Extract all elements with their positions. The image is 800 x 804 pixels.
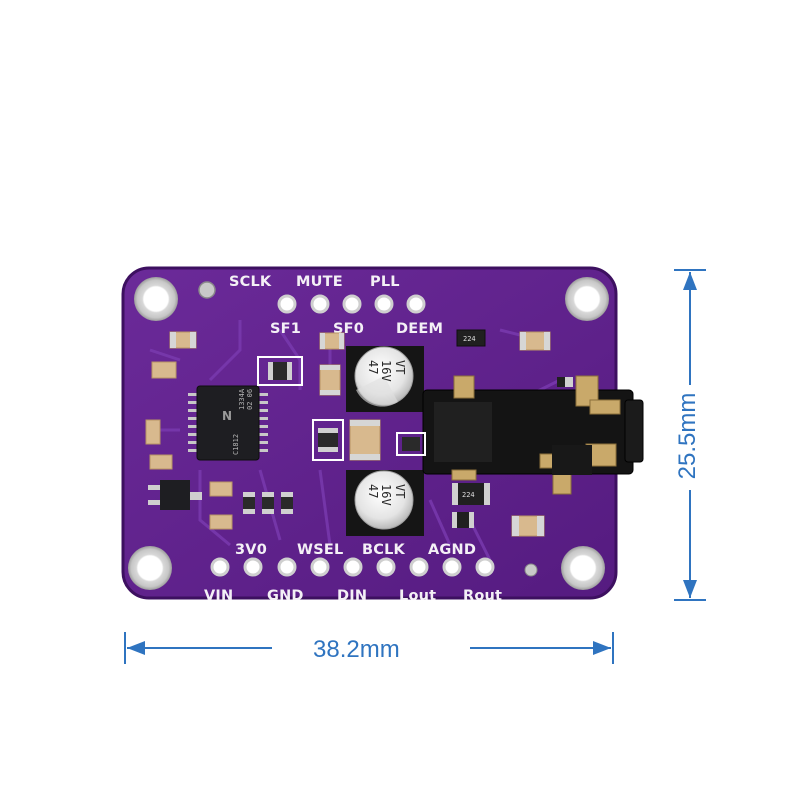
svg-text:N: N [222, 409, 232, 423]
silk-bclk: BCLK [362, 542, 406, 558]
svg-text:C1812: C1812 [232, 434, 240, 455]
silk-lout: Lout [399, 588, 436, 604]
svg-text:VT: VT [393, 484, 407, 498]
svg-text:47: 47 [366, 360, 380, 374]
mounting-holes [128, 277, 609, 590]
silk-din: DIN [337, 588, 367, 604]
width-dimension [124, 632, 614, 664]
silk-agnd: AGND [428, 542, 476, 558]
top-header-pads [277, 294, 426, 314]
smd-components: 224 [145, 329, 573, 537]
silk-vin: VIN [204, 588, 233, 604]
silk-deem: DEEM [396, 321, 443, 337]
silk-3v0: 3V0 [235, 542, 267, 558]
silk-sclk: SCLK [229, 274, 272, 290]
silk-pll: PLL [370, 274, 400, 290]
silk-sf1: SF1 [270, 321, 301, 337]
svg-text:224: 224 [463, 335, 476, 343]
height-dimension [674, 269, 706, 601]
silk-gnd: GND [267, 588, 304, 604]
svg-text:VT: VT [393, 360, 407, 374]
silk-rout: Rout [463, 588, 502, 604]
dac-chip: 1334A 02 06 C1812 N [188, 385, 268, 461]
capacitor-top: 47 16V VT [346, 346, 424, 412]
svg-text:16V: 16V [379, 484, 393, 506]
svg-text:16V: 16V [379, 360, 393, 382]
svg-text:224: 224 [462, 491, 475, 499]
silk-mute: MUTE [296, 274, 343, 290]
silk-wsel: WSEL [297, 542, 343, 558]
svg-text:02 06: 02 06 [246, 389, 254, 410]
bottom-header-pads [210, 557, 495, 577]
svg-text:47: 47 [366, 484, 380, 498]
capacitor-bottom: 47 16V VT [346, 470, 424, 536]
audio-jack [422, 375, 644, 495]
width-dimension-label: 38.2mm [313, 636, 400, 663]
height-dimension-label: 25.5mm [674, 392, 701, 480]
svg-text:1334A: 1334A [238, 388, 246, 410]
